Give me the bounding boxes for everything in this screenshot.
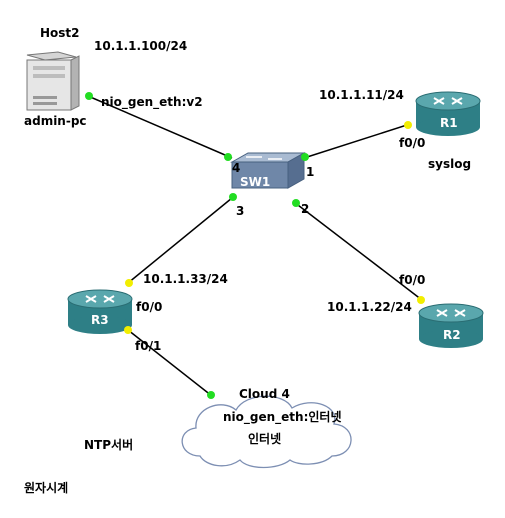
sw1-switch-icon[interactable] <box>230 152 306 189</box>
r3-lan-port-dot <box>125 279 133 287</box>
r2-port-dot <box>417 296 425 304</box>
r1-port-dot <box>404 121 412 129</box>
cloud4-name-label: Cloud 4 <box>239 387 290 401</box>
link-sw1-r3 <box>127 197 233 284</box>
link-sw1-r2 <box>293 201 423 301</box>
sw1-port1-dot <box>301 153 309 161</box>
r1-ip-label: 10.1.1.11/24 <box>319 88 404 102</box>
cloud4-cloud-icon[interactable] <box>181 395 352 469</box>
atomic-clock-note: 원자시계 <box>24 480 68 495</box>
sw1-port4-dot <box>224 153 232 161</box>
host2-ip-label: 10.1.1.100/24 <box>94 39 187 53</box>
sw1-name-label: SW1 <box>240 175 270 189</box>
sw1-port2-label: 2 <box>301 202 309 216</box>
ntp-server-note: NTP서버 <box>84 437 133 452</box>
r1-iface-label: f0/0 <box>399 136 425 150</box>
r2-name-label: R2 <box>443 328 461 342</box>
link-r3-cloud4 <box>127 329 213 397</box>
r2-ip-label: 10.1.1.22/24 <box>327 300 412 314</box>
host2-port-dot <box>85 92 93 100</box>
r3-lan-iface-label: f0/0 <box>136 300 162 314</box>
host2-hostname-label: admin-pc <box>24 114 87 128</box>
sw1-port4-label: 4 <box>232 161 240 175</box>
r2-router-icon[interactable] <box>418 303 484 348</box>
r1-role-label: syslog <box>428 157 471 171</box>
sw1-port3-dot <box>229 193 237 201</box>
r2-iface-label: f0/0 <box>399 273 425 287</box>
cloud4-iface-label: nio_gen_eth:인터넷 <box>223 409 342 425</box>
r3-ip-label: 10.1.1.33/24 <box>143 272 228 286</box>
host2-iface-label: nio_gen_eth:v2 <box>101 95 203 110</box>
cloud4-port-dot <box>207 391 215 399</box>
r3-wan-iface-label: f0/1 <box>135 339 161 353</box>
r3-wan-port-dot <box>124 326 132 334</box>
link-sw1-r1 <box>303 123 411 159</box>
r1-name-label: R1 <box>440 116 458 130</box>
sw1-port3-label: 3 <box>236 204 244 218</box>
r1-router-icon[interactable] <box>415 91 481 136</box>
sw1-port1-label: 1 <box>306 165 314 179</box>
r3-router-icon[interactable] <box>67 289 133 334</box>
host2-server-icon[interactable] <box>26 51 80 111</box>
r3-name-label: R3 <box>91 313 109 327</box>
link-host2-sw1 <box>87 95 233 159</box>
cloud4-inner-label: 인터넷 <box>248 431 281 446</box>
sw1-port2-dot <box>292 199 300 207</box>
host2-name-label: Host2 <box>40 26 80 40</box>
